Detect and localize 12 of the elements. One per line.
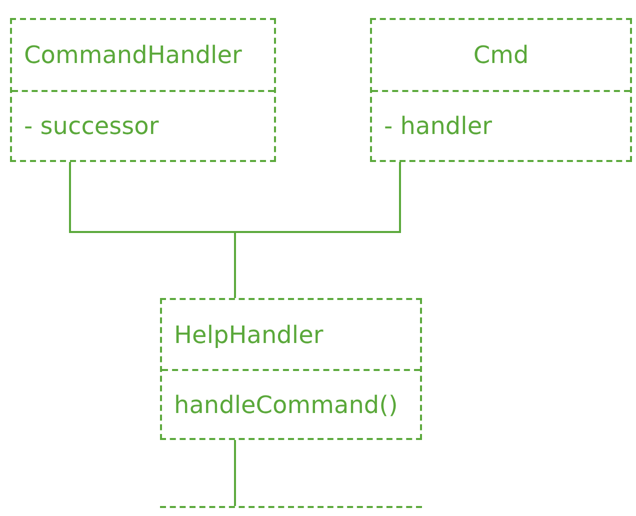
class-name: HelpHandler bbox=[174, 320, 324, 348]
class-name: Cmd bbox=[473, 41, 529, 69]
method-name: handleCommand() bbox=[174, 390, 398, 418]
bottom-bar bbox=[160, 506, 422, 510]
class-box bbox=[370, 18, 632, 162]
connector-line bbox=[234, 162, 401, 298]
connector-line bbox=[234, 440, 236, 506]
class-box bbox=[160, 298, 422, 440]
attribute-name: - handler bbox=[384, 112, 492, 140]
attribute-name: - successor bbox=[24, 112, 159, 140]
class-name: CommandHandler bbox=[24, 41, 242, 69]
class-box bbox=[10, 18, 276, 162]
